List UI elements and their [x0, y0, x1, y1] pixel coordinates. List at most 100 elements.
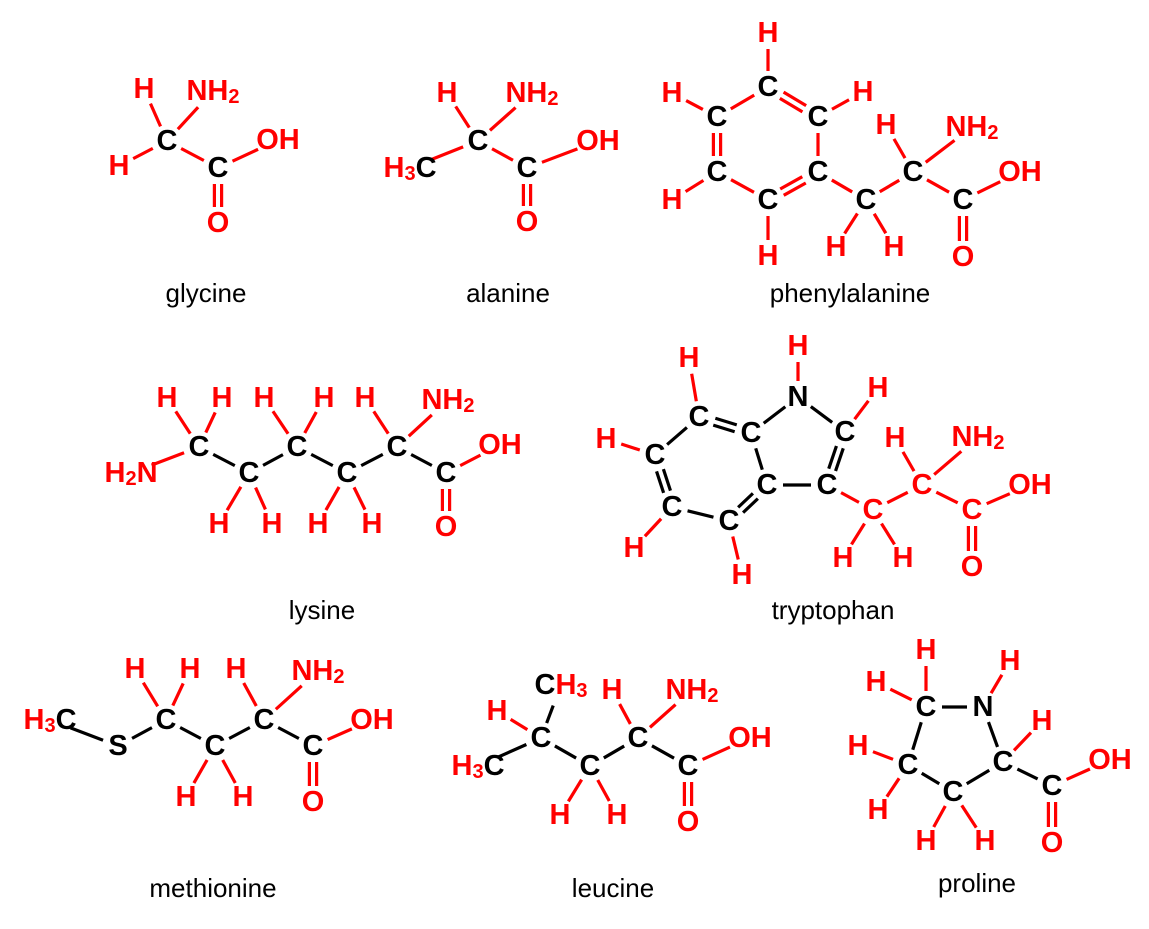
- atom-label: NH2: [665, 674, 718, 707]
- atom-label: OH: [478, 429, 522, 461]
- single-bond: [872, 212, 888, 235]
- atom-label: H: [180, 653, 201, 685]
- atom-label: H: [212, 382, 233, 414]
- atom-label: H: [254, 382, 275, 414]
- single-bond: [889, 687, 913, 702]
- atom-label: C: [337, 457, 358, 489]
- single-bond: [429, 145, 464, 162]
- single-bond: [920, 771, 941, 786]
- single-bond: [488, 106, 517, 132]
- single-bond: [277, 726, 300, 740]
- atom-label: C: [912, 469, 933, 501]
- single-bond: [840, 491, 860, 504]
- double-bond: [779, 96, 804, 114]
- atom-label: C: [856, 184, 877, 216]
- single-bond: [901, 451, 916, 472]
- single-bond: [231, 147, 259, 163]
- atom-label: H: [884, 231, 905, 263]
- single-bond: [684, 179, 705, 193]
- atom-label: N: [788, 381, 809, 413]
- single-bond: [935, 490, 959, 505]
- single-bond: [131, 726, 153, 740]
- bonds: [872, 666, 1091, 829]
- atom-label: H: [662, 77, 683, 109]
- single-bond: [853, 399, 870, 421]
- single-bond: [651, 744, 675, 760]
- single-bond: [192, 759, 209, 784]
- atom-label: H: [975, 825, 996, 857]
- double-bond: [782, 90, 807, 108]
- single-bond: [643, 517, 663, 538]
- atom-label: C: [808, 156, 829, 188]
- bonds: [132, 102, 259, 207]
- single-bond: [497, 743, 528, 759]
- atom-label: C: [303, 730, 324, 762]
- atom-label: H: [893, 542, 914, 574]
- atom-label: C: [962, 494, 983, 526]
- atom-label: H: [848, 730, 869, 762]
- single-bond: [410, 453, 433, 467]
- atom-label: NH2: [291, 655, 344, 688]
- atom-label: H: [853, 76, 874, 108]
- single-bond: [960, 804, 978, 829]
- atom-label: C: [903, 156, 924, 188]
- single-bond: [986, 721, 1000, 748]
- atom-label: H: [134, 73, 155, 105]
- atom-label: NH2: [186, 75, 239, 108]
- single-bond: [924, 139, 956, 164]
- atom-label: NH2: [945, 111, 998, 144]
- single-bond: [989, 673, 1004, 695]
- single-bond: [986, 492, 1011, 506]
- atom-label: OH: [1008, 469, 1052, 501]
- atom-label: H: [596, 423, 617, 455]
- atom-label: C: [468, 125, 489, 157]
- double-bond: [655, 470, 666, 494]
- atom-label: C: [808, 101, 829, 133]
- double-bond: [661, 468, 672, 492]
- single-bond: [179, 726, 202, 740]
- single-bond: [965, 768, 991, 786]
- single-bond: [843, 212, 859, 235]
- single-bond: [326, 727, 353, 742]
- atom-label: C: [719, 505, 740, 537]
- atom-label: H: [602, 674, 623, 706]
- atom-label: C: [287, 431, 308, 463]
- bonds: [497, 703, 731, 806]
- atom-label: O: [516, 206, 539, 238]
- atom-label: H2N: [104, 457, 157, 490]
- atom-label: NH2: [505, 77, 558, 110]
- atom-label: O: [435, 511, 458, 543]
- atom-label: H: [109, 150, 130, 182]
- bonds: [69, 681, 353, 786]
- atom-label: C: [758, 184, 779, 216]
- atom-label: O: [1041, 827, 1064, 859]
- single-bond: [541, 147, 579, 164]
- atom-label: H: [487, 695, 508, 727]
- atom-label: H: [833, 542, 854, 574]
- atom-label: C: [898, 749, 919, 781]
- molecule-name-phenylalanine: phenylalanine: [770, 278, 930, 308]
- atom-label: C: [157, 125, 178, 157]
- single-bond: [150, 451, 185, 467]
- double-bond: [782, 181, 807, 197]
- atom-label: H: [550, 799, 571, 831]
- atom-label: C: [817, 469, 838, 501]
- atom-label: C: [953, 184, 974, 216]
- single-bond: [228, 726, 251, 740]
- atom-label: H3C: [23, 704, 76, 737]
- single-bond: [729, 93, 756, 111]
- atom-label: C: [628, 722, 649, 754]
- atom-label: C: [387, 431, 408, 463]
- atom-label: O: [952, 241, 975, 273]
- single-bond: [242, 682, 258, 707]
- single-bond: [620, 442, 641, 452]
- single-bond: [754, 447, 764, 471]
